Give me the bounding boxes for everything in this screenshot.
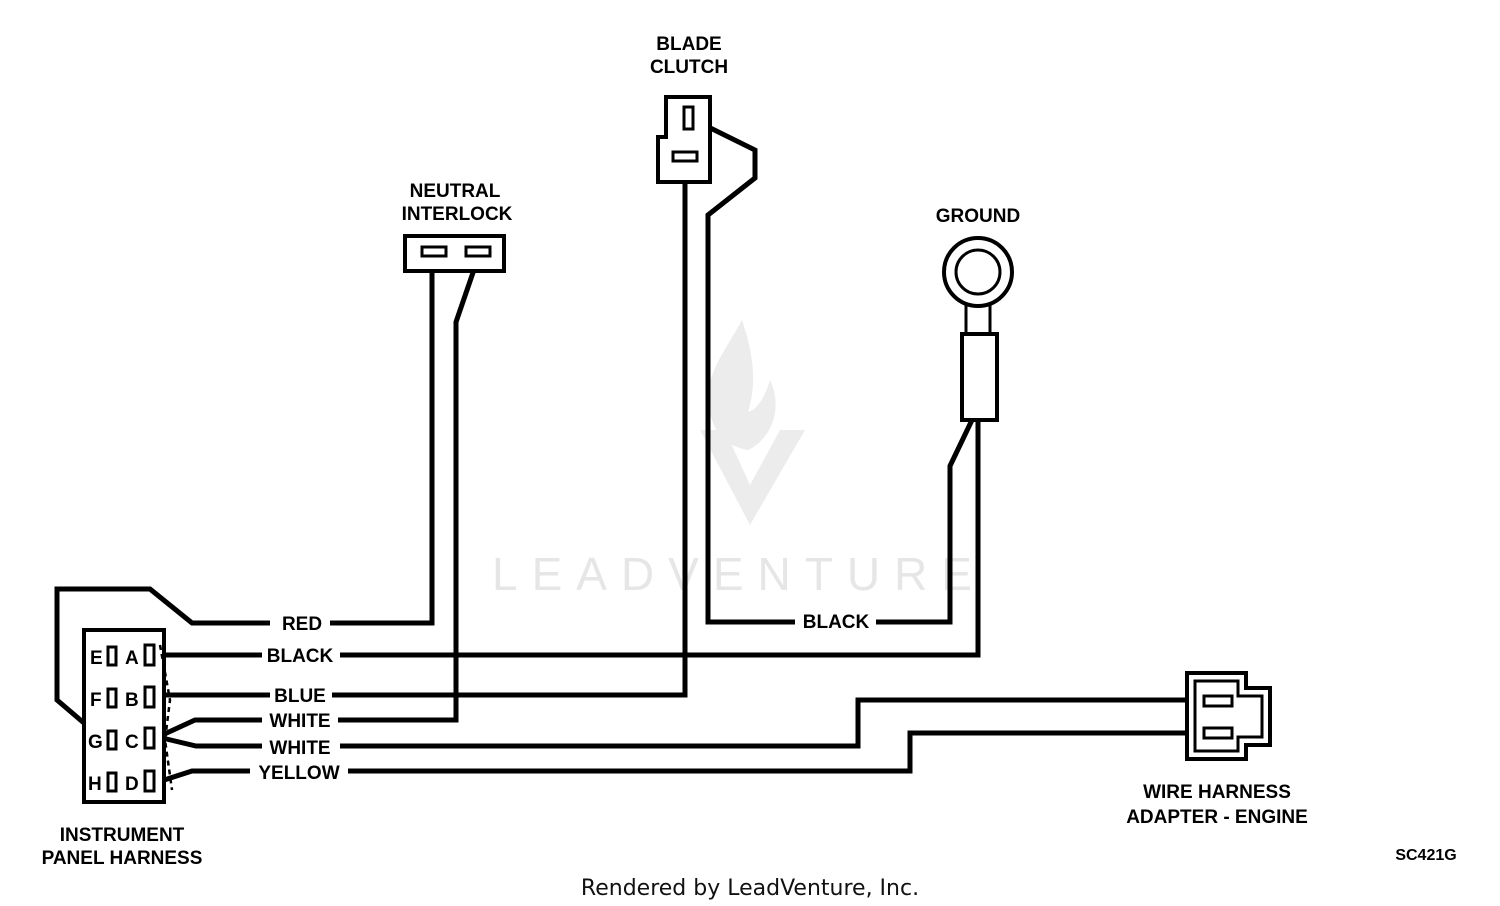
instrument-panel-harness-connector [82, 628, 174, 804]
diagram-code: SC421G [1395, 847, 1456, 864]
pin-b-label: B [125, 690, 139, 711]
wire-white-2-left [157, 734, 262, 749]
wire-white-1 [338, 257, 481, 723]
footer-credit: Rendered by LeadVenture, Inc. [581, 876, 919, 901]
wire-yellow [348, 730, 1195, 774]
blade-clutch-connector [656, 95, 712, 184]
wire-yellow-left [157, 768, 250, 785]
wire-label-blue: BLUE [274, 686, 326, 707]
blade-clutch-label-2: CLUTCH [650, 57, 728, 78]
blade-clutch-label-1: BLADE [656, 34, 721, 55]
instrument-panel-label-2: PANEL HARNESS [42, 848, 203, 869]
neutral-interlock-label-2: INTERLOCK [402, 204, 513, 225]
wire-red [330, 258, 435, 626]
wire-label-white-2: WHITE [269, 738, 330, 759]
pin-c-label: C [125, 732, 139, 753]
wire-label-black-a: BLACK [267, 646, 334, 667]
wire-blue [332, 165, 688, 698]
wire-label-red: RED [282, 614, 322, 635]
pin-f-label: F [90, 690, 102, 711]
ground-ring-terminal [942, 236, 1014, 422]
wire-harness-adapter-label-1: WIRE HARNESS [1143, 782, 1291, 803]
watermark-logo [700, 320, 805, 525]
wire-harness-adapter-connector [1185, 671, 1272, 761]
pin-h-label: H [88, 774, 102, 795]
neutral-interlock-connector [403, 234, 506, 273]
wire-harness-adapter-label-2: ADAPTER - ENGINE [1126, 807, 1308, 828]
wire-label-black-ground: BLACK [803, 612, 870, 633]
wire-red-left [54, 586, 270, 737]
wire-label-yellow: YELLOW [258, 763, 339, 784]
wire-black-a [340, 420, 981, 658]
neutral-interlock-label-1: NEUTRAL [410, 181, 501, 202]
pin-a-label: A [125, 648, 139, 669]
pin-g-label: G [88, 732, 103, 753]
wire-black-ground-right [876, 418, 975, 625]
wire-white-1-left [156, 717, 262, 740]
watermark-text: LEADVENTURE [492, 548, 986, 600]
pin-e-label: E [90, 648, 103, 669]
ground-label: GROUND [936, 206, 1020, 227]
wire-label-white-1: WHITE [269, 711, 330, 732]
pin-d-label: D [125, 774, 139, 795]
wire-black-ground [688, 115, 795, 625]
wire-white-2 [340, 697, 1195, 749]
instrument-panel-label-1: INSTRUMENT [60, 825, 185, 846]
